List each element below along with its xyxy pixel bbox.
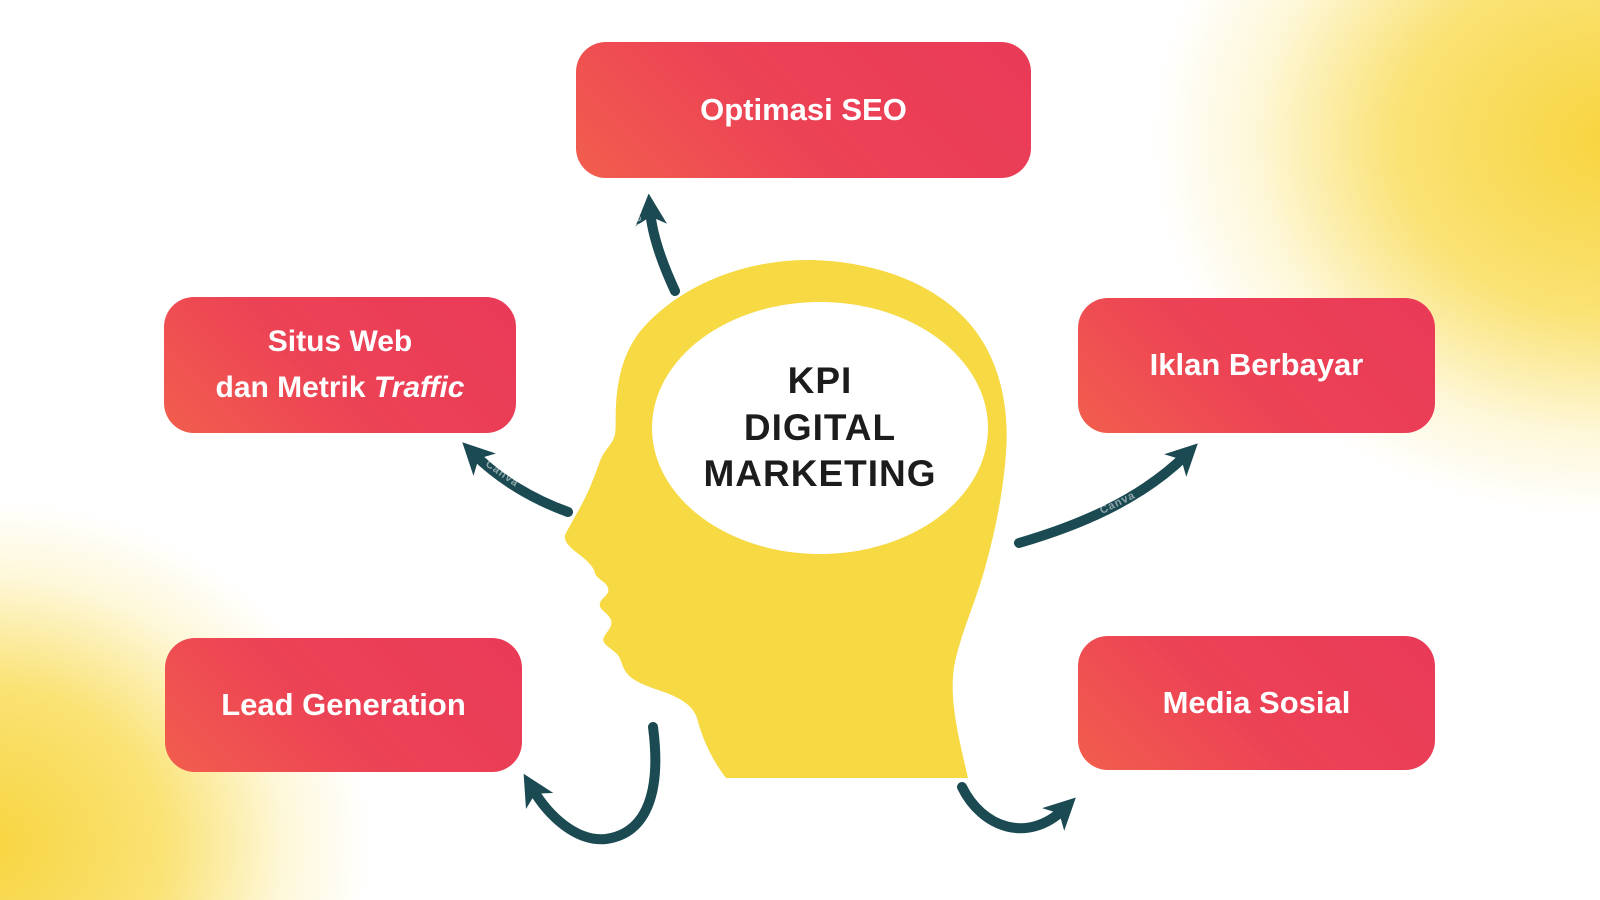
node-label-line1: Situs Web: [267, 324, 413, 358]
node-label-line2-italic: Traffic: [373, 371, 465, 404]
center-title-line2: DIGITAL: [743, 406, 897, 448]
node-label-line2-regular: dan Metrik: [215, 371, 374, 404]
node-optimasi-seo: Optimasi SEO: [576, 42, 1031, 178]
node-label: Optimasi SEO: [700, 91, 907, 127]
center-title-line3: MARKETING: [703, 453, 937, 495]
node-label-line2: dan Metrik Traffic: [216, 365, 465, 412]
arrow-to-optimasi-seo: [635, 193, 680, 296]
node-media-sosial: Media Sosial: [1078, 636, 1435, 770]
node-situs-web: Situs Web dan Metrik Traffic: [164, 297, 516, 433]
center-title: KPI DIGITAL MARKETING: [650, 352, 990, 504]
arrow-to-media-sosial: [957, 782, 1076, 834]
arrow-to-iklan-berbayar: [1014, 443, 1198, 548]
arrow-to-lead-generation: [523, 722, 661, 845]
node-label: Media Sosial: [1162, 684, 1351, 720]
center-title-line1: KPI: [787, 359, 853, 401]
node-lead-generation: Lead Generation: [165, 638, 522, 772]
node-iklan-berbayar: Iklan Berbayar: [1078, 298, 1435, 433]
node-label: Lead Generation: [221, 686, 466, 722]
arrow-to-situs-web: [462, 442, 573, 517]
brain-circle: [652, 302, 988, 554]
node-label: Iklan Berbayar: [1149, 347, 1364, 383]
